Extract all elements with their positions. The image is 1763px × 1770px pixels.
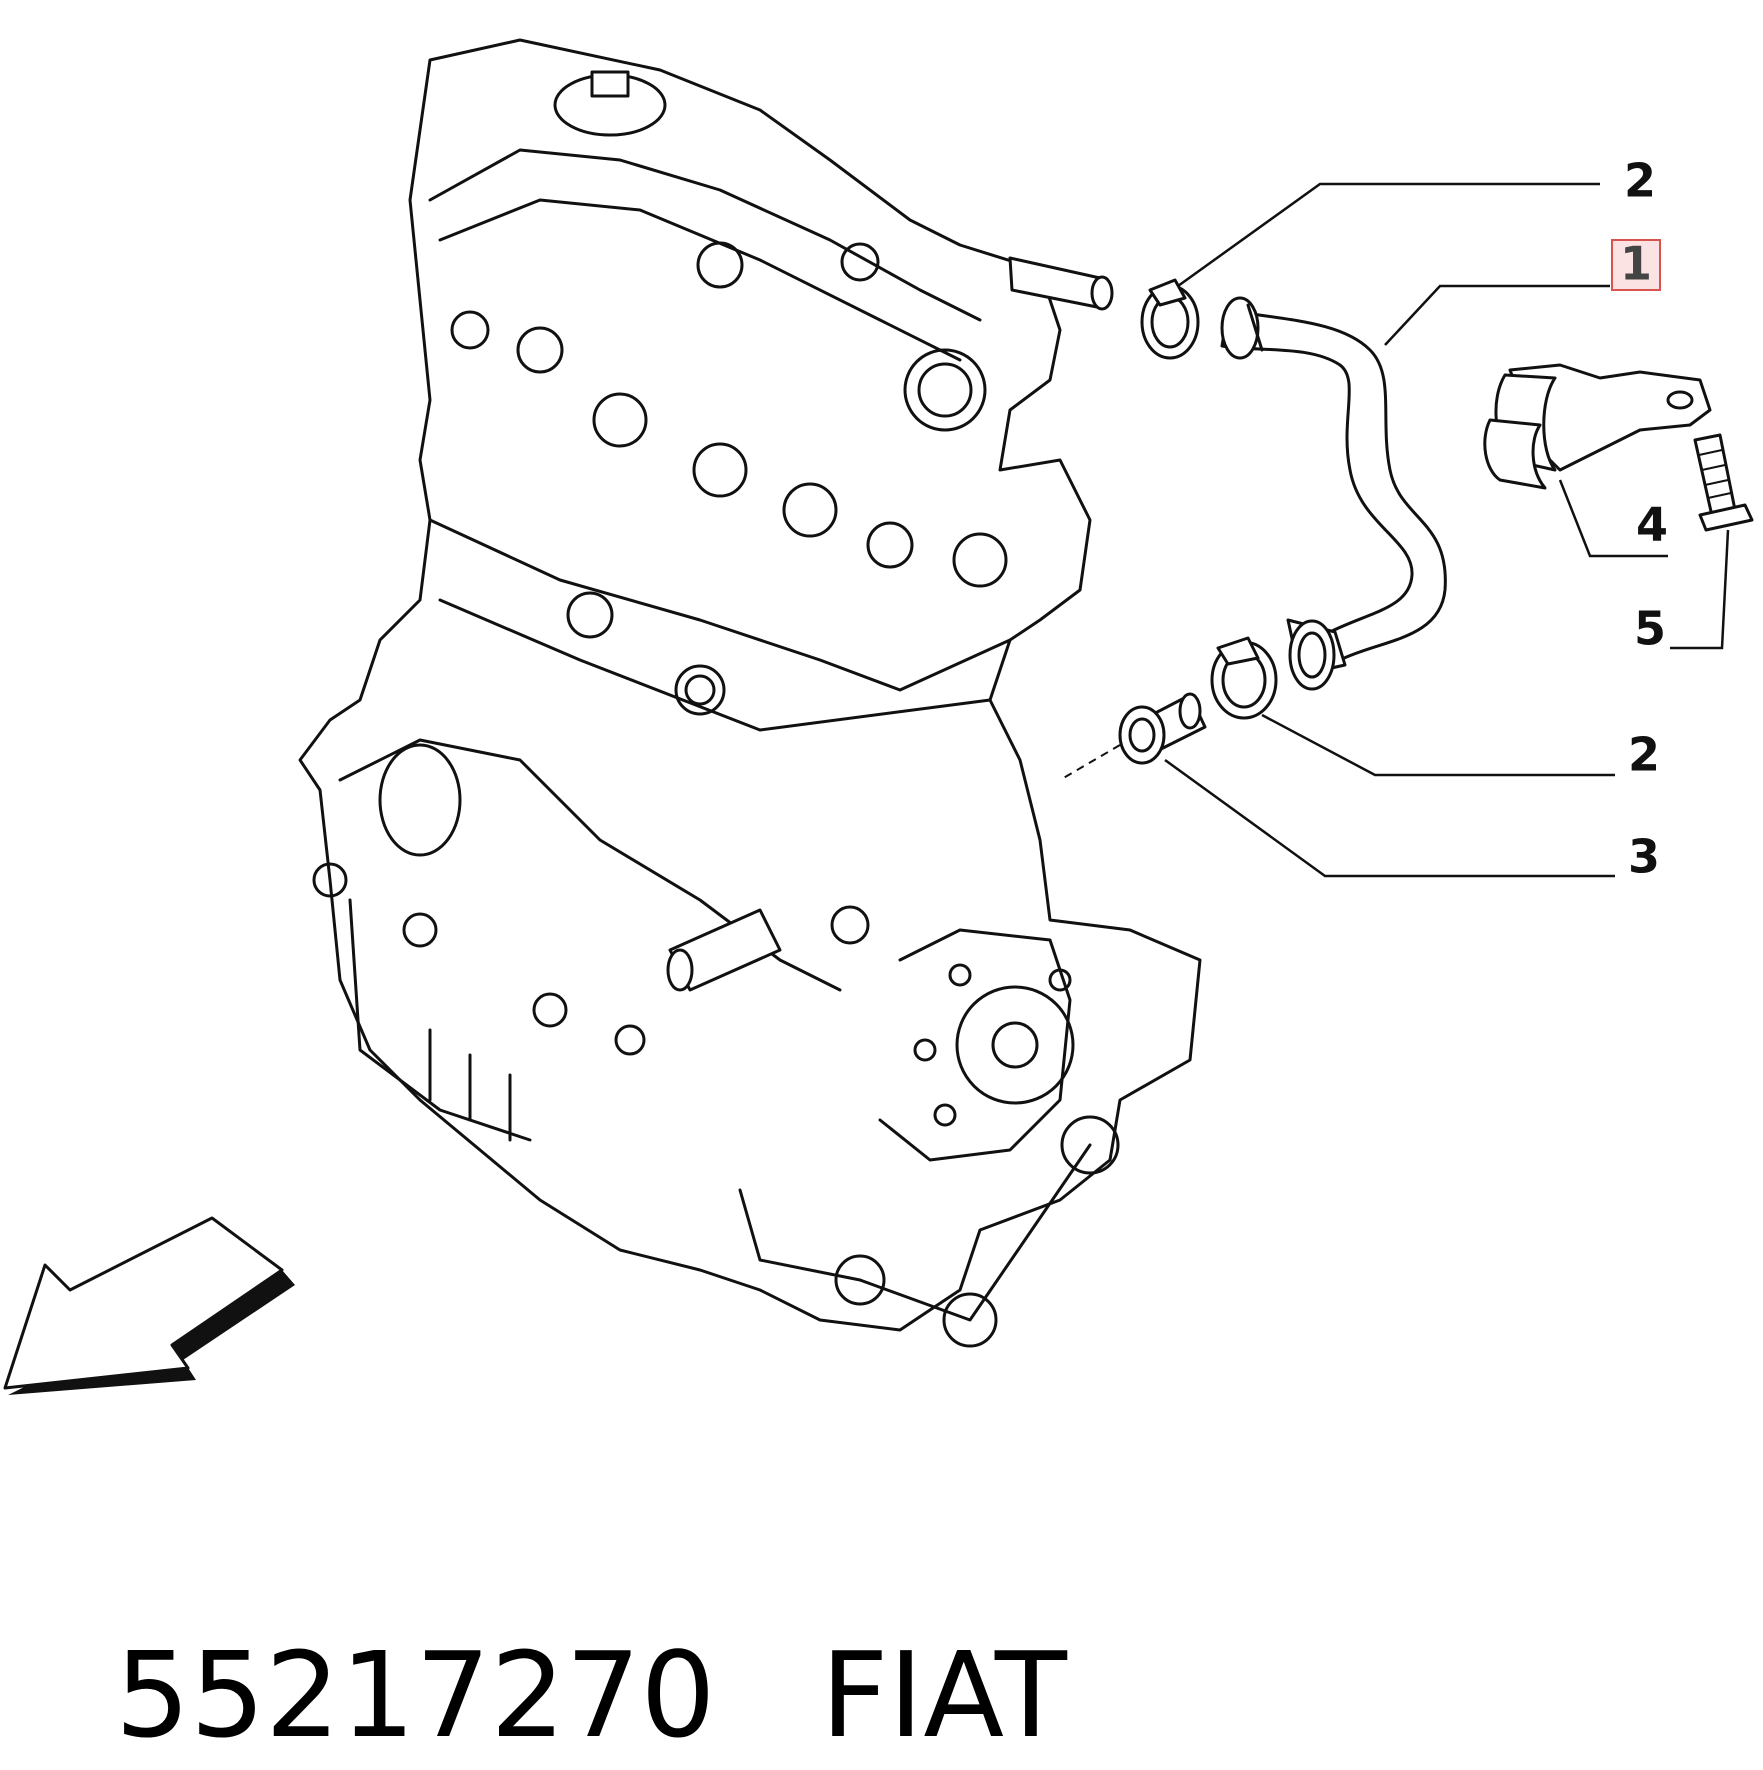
bracket-part <box>1483 363 1712 490</box>
leader-lines <box>1164 182 1730 878</box>
callout-1-highlight <box>1611 239 1661 291</box>
bolt-part <box>1693 433 1754 532</box>
callout-1[interactable]: 1 <box>1620 237 1652 291</box>
callout-labels: 2 1 4 5 2 3 <box>1611 154 1668 884</box>
direction-arrow-icon <box>3 1216 295 1395</box>
callout-bottom-2[interactable]: 2 <box>1628 728 1660 782</box>
clamp-part <box>1140 278 1278 720</box>
callout-top-2[interactable]: 2 <box>1624 154 1656 208</box>
fitting-part <box>1059 692 1207 781</box>
caption: 55217270 FIAT <box>40 1470 1740 1764</box>
part-number: 55217270 <box>115 1626 716 1764</box>
parts-diagram: 2 1 4 5 2 3 <box>3 38 1754 1395</box>
callout-4[interactable]: 4 <box>1636 498 1668 552</box>
callout-3[interactable]: 3 <box>1628 830 1660 884</box>
hose-part <box>1220 296 1447 691</box>
brand-name: FIAT <box>820 1626 1067 1764</box>
callout-5[interactable]: 5 <box>1634 602 1666 656</box>
engine-block-drawing <box>298 38 1202 1348</box>
